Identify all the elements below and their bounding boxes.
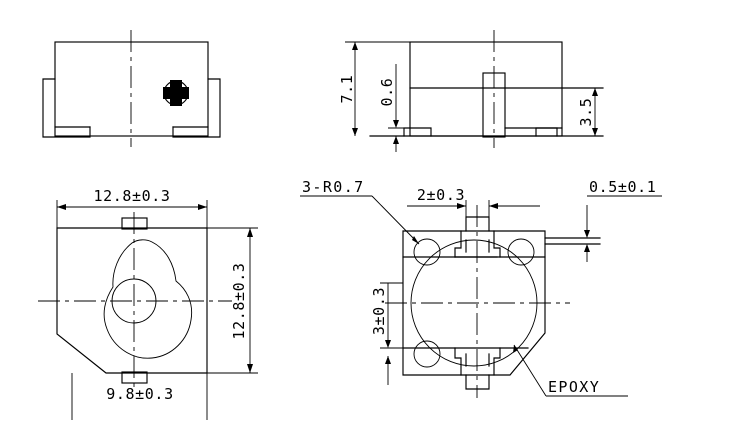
bottom-bottom-tab-inner-lines bbox=[465, 353, 490, 367]
plan-body-outline bbox=[56, 227, 208, 374]
view-top-plan: 12.8±0.3 12.8±0.3 9.8±0.3 bbox=[38, 187, 258, 420]
bottom-hole-top-right bbox=[507, 238, 535, 266]
front-left-leg bbox=[42, 78, 91, 138]
dimension-overall-height-7-1: 7.1 bbox=[338, 41, 410, 136]
view-front-elevation bbox=[42, 30, 221, 147]
dim-label-3-5: 3.5 bbox=[577, 98, 595, 127]
dim-width-arrow-right bbox=[198, 204, 207, 210]
note-radius-arrowhead bbox=[412, 236, 419, 244]
front-cross-horizontal bbox=[163, 87, 189, 99]
side-body-outline bbox=[409, 41, 563, 137]
dim-label-7-1: 7.1 bbox=[338, 75, 356, 104]
bottom-body-outline bbox=[402, 230, 546, 376]
front-right-leg bbox=[172, 78, 221, 138]
bottom-bottom-tab-left-step bbox=[454, 347, 462, 376]
plan-bottom-tab bbox=[121, 371, 148, 384]
dim-label-pad-thickness: 0.5±0.1 bbox=[589, 178, 656, 196]
note-epoxy-callout: EPOXY bbox=[513, 344, 628, 397]
dim-label-plan-bottom-width: 9.8±0.3 bbox=[106, 385, 173, 403]
dim-3-5-arrow-bottom bbox=[592, 128, 598, 136]
bottom-hole-top-left bbox=[413, 238, 441, 266]
dim-label-terminal-offset: 3±0.3 bbox=[370, 287, 388, 335]
dim-pad-arrow-bottom bbox=[584, 244, 590, 252]
dimension-tab-width: 2±0.3 bbox=[407, 186, 540, 219]
dimension-plan-height: 12.8±0.3 bbox=[207, 227, 258, 374]
dimension-plan-width: 12.8±0.3 bbox=[56, 187, 208, 228]
dim-tab-arrow-left bbox=[457, 203, 466, 209]
note-epoxy-arrowhead bbox=[513, 345, 518, 353]
dim-offset-arrow-top bbox=[385, 340, 391, 348]
dim-7-1-arrow-bottom bbox=[352, 128, 358, 136]
dim-height-arrow-top bbox=[247, 228, 253, 237]
dim-label-plan-width: 12.8±0.3 bbox=[93, 187, 170, 205]
note-label-epoxy: EPOXY bbox=[548, 378, 600, 396]
plan-inner-contour bbox=[103, 239, 193, 359]
dim-0-6-arrow-top bbox=[393, 120, 399, 128]
dim-offset-arrow-bottom bbox=[385, 356, 391, 364]
bottom-bottom-tab bbox=[465, 374, 490, 390]
side-left-foot bbox=[403, 127, 432, 137]
dim-height-arrow-bottom bbox=[247, 364, 253, 373]
dim-tab-arrow-right bbox=[489, 203, 498, 209]
bottom-top-tab-right-step bbox=[493, 230, 501, 258]
dim-pad-arrow-top bbox=[584, 230, 590, 238]
note-radius-leader bbox=[371, 195, 420, 245]
side-right-foot bbox=[535, 127, 558, 137]
dimension-terminal-offset: 3±0.3 bbox=[370, 282, 403, 385]
note-label-radius: 3-R0.7 bbox=[302, 178, 365, 196]
dim-0-6-arrow-bottom bbox=[393, 136, 399, 144]
dim-label-tab-width: 2±0.3 bbox=[417, 186, 465, 204]
bottom-top-tab-left-step bbox=[454, 230, 462, 258]
bottom-hole-bottom-left bbox=[413, 340, 441, 368]
plan-top-tab bbox=[121, 217, 148, 230]
dim-label-plan-height: 12.8±0.3 bbox=[230, 262, 248, 339]
dimension-lip-0-6: 0.6 bbox=[378, 64, 410, 152]
dim-label-0-6: 0.6 bbox=[378, 78, 396, 107]
dimension-partial-height-3-5: 3.5 bbox=[577, 88, 598, 136]
view-bottom-plan: 3-R0.7 EPOXY 2±0.3 bbox=[300, 178, 662, 398]
front-body-outline bbox=[54, 41, 209, 137]
dim-7-1-arrow-top bbox=[352, 42, 358, 50]
note-epoxy-leader bbox=[513, 344, 547, 397]
bottom-top-tab bbox=[465, 216, 490, 232]
note-radius-callout: 3-R0.7 bbox=[300, 178, 420, 245]
dim-width-arrow-left bbox=[57, 204, 66, 210]
dim-3-5-arrow-top bbox=[592, 88, 598, 96]
bottom-top-tab-inner-lines bbox=[465, 239, 490, 253]
view-side-elevation: 7.1 0.6 3.5 bbox=[338, 30, 604, 152]
dimension-pad-thickness: 0.5±0.1 bbox=[544, 178, 662, 262]
dimension-plan-bottom-width: 9.8±0.3 bbox=[71, 373, 208, 420]
bottom-bottom-tab-right-step bbox=[493, 347, 501, 376]
